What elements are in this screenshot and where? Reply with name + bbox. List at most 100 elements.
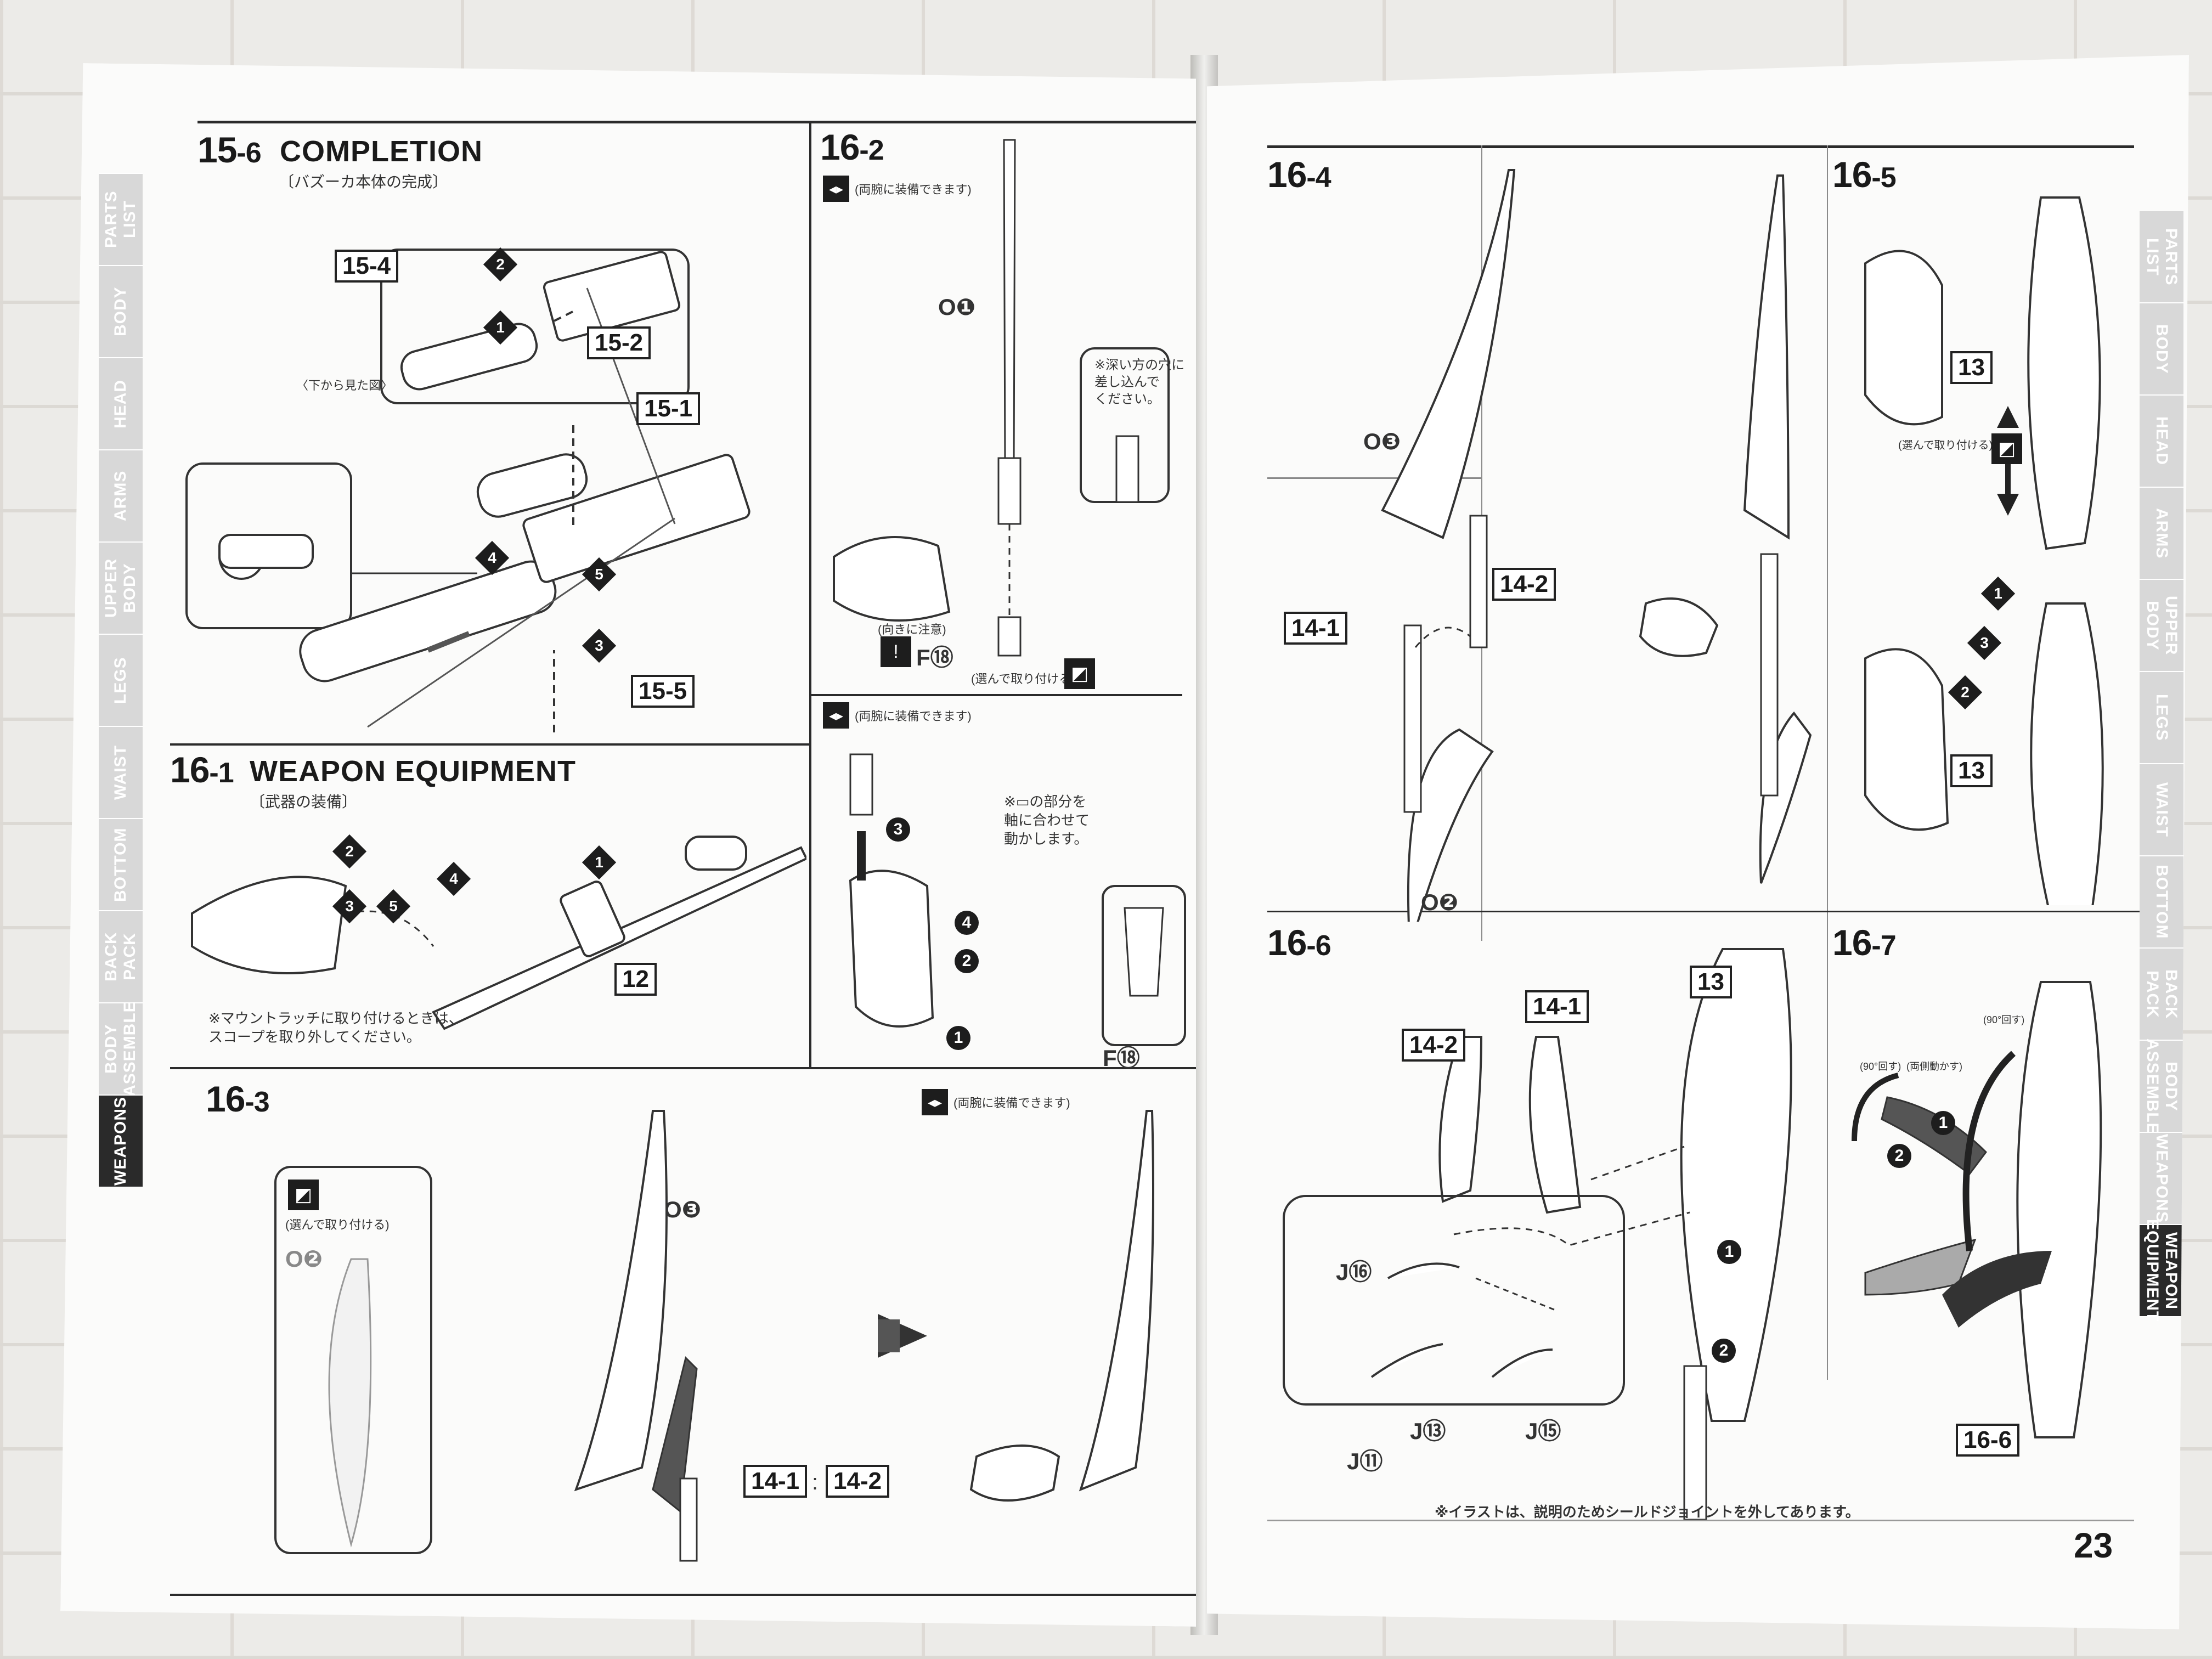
row-divider-1 xyxy=(170,743,809,746)
hole-note: ※深い方の穴に 差し込んで ください。 xyxy=(1094,358,1185,407)
marker-1: 1 xyxy=(582,845,617,880)
move-both-label: (両側動かす) xyxy=(1906,1061,1962,1072)
shield-mount-illustration xyxy=(1864,196,2104,905)
part-f18b: F⑱ xyxy=(1103,1045,1140,1071)
step-number-16-4: 16-4 xyxy=(1267,154,1331,195)
bazooka-illustration xyxy=(185,249,751,732)
step-major: 16 xyxy=(1832,154,1872,195)
marker-4: 4 xyxy=(955,911,979,935)
caution-label: (向きに注意) xyxy=(878,623,946,636)
step-major: 16 xyxy=(1267,154,1307,195)
side-tab-parts-list: PARTS LIST xyxy=(99,173,143,265)
bottom-view-label: 〈下から見た図〉 xyxy=(296,379,393,392)
both-arms-indicator: ◂▸ (両腕に装備できます) xyxy=(823,176,972,202)
rotate-90-label-a: (90°回す) xyxy=(1983,1014,2025,1025)
blade-attach-illustration xyxy=(1381,169,1812,922)
row-divider xyxy=(1267,911,2140,912)
tag-14-1: 14-1 xyxy=(1284,612,1348,645)
step-number-16-3: 16-3 xyxy=(206,1078,270,1120)
side-tab-arms: ARMS xyxy=(2140,488,2183,580)
tag-15-2: 15-2 xyxy=(587,326,651,360)
rotate-90-label-b: (90°回す) xyxy=(1860,1061,1901,1072)
side-tab-waist: WAIST xyxy=(2140,764,2183,856)
side-tab-upper-body: UPPER BODY xyxy=(2140,580,2183,672)
step-number-15-6: 15-6 xyxy=(198,129,262,171)
step-marker-4: 4 xyxy=(475,540,510,575)
step-number-16-5: 16-5 xyxy=(1832,154,1897,195)
marker-1: 1 xyxy=(1931,1111,1955,1135)
choose-option-box xyxy=(274,1166,432,1554)
marker-5: 5 xyxy=(376,889,411,924)
rifle-illustration xyxy=(191,836,806,1030)
side-tab-bottom: BOTTOM xyxy=(2140,856,2183,949)
side-tab-back-pack: BACK PACK xyxy=(2140,949,2183,1041)
page-number-right: 23 xyxy=(2074,1526,2113,1565)
row-divider-3 xyxy=(170,1067,1196,1069)
caution-icon: ! xyxy=(881,636,911,667)
shield-blade-illustration xyxy=(328,1110,1154,1562)
both-arms-icon: ◂▸ xyxy=(823,176,849,202)
part-o3: O❸ xyxy=(664,1197,702,1222)
shaft-note: ※▭の部分を 軸に合わせて 動かします。 xyxy=(1004,793,1090,847)
both-arms-indicator-2: ◂▸ (両腕に装備できます) xyxy=(823,702,972,729)
side-tab-body-assemble: BODY ASSEMBLE xyxy=(2140,1039,2183,1134)
step-marker-5: 5 xyxy=(582,557,617,592)
shield-fold-illustration xyxy=(1852,981,2102,1438)
part-j16: J⑯ xyxy=(1336,1259,1372,1285)
step-title-weapon-equipment: WEAPON EQUIPMENT xyxy=(250,755,577,788)
step-major: 15 xyxy=(198,129,237,170)
choose-icon: ◩ xyxy=(1064,658,1095,689)
both-arms-indicator-3: ◂▸ (両腕に装備できます) xyxy=(922,1089,1070,1115)
shield-joint-illustration xyxy=(1283,948,1792,1521)
tag-14-1: 14-1 xyxy=(1525,990,1589,1024)
tag-13: 13 xyxy=(1690,966,1732,999)
side-tab-back-pack: BACK PACK xyxy=(99,910,143,1002)
side-tab-body: BODY xyxy=(2140,303,2183,396)
marker-2: 2 xyxy=(1712,1339,1736,1363)
both-arms-icon: ◂▸ xyxy=(922,1089,948,1115)
part-o2: O❷ xyxy=(1421,889,1459,915)
step-minor: -6 xyxy=(1306,930,1331,962)
marker-3: 3 xyxy=(1967,625,2002,661)
step-number-16-7: 16-7 xyxy=(1832,922,1897,963)
page-number-left: 22 xyxy=(219,1607,258,1627)
row-divider-2 xyxy=(809,694,1182,696)
marker-1: 1 xyxy=(1717,1240,1741,1264)
bottom-rule xyxy=(170,1594,1196,1596)
side-tab-waist: WAIST xyxy=(99,726,143,818)
marker-2: 2 xyxy=(332,834,367,869)
step-minor: -6 xyxy=(236,137,261,169)
tag-15-4: 15-4 xyxy=(335,250,399,283)
marker-3: 3 xyxy=(886,817,910,842)
column-divider xyxy=(809,121,811,1067)
side-tab-parts-list: PARTS LIST xyxy=(2140,211,2183,303)
column-divider-b xyxy=(1827,145,1828,1380)
step-major: 16 xyxy=(206,1079,245,1119)
marker-2: 2 xyxy=(1948,675,1983,710)
step-marker-3: 3 xyxy=(582,628,617,663)
marker-3: 3 xyxy=(332,889,367,924)
side-tab-arms: ARMS xyxy=(99,449,143,541)
tag-14-2: 14-2 xyxy=(1492,568,1556,601)
tag-separator: : xyxy=(812,1470,819,1494)
tag-12: 12 xyxy=(614,963,657,996)
tag-14-1: 14-1 xyxy=(743,1465,808,1498)
marker-2: 2 xyxy=(1887,1144,1911,1168)
choose-label: (選んで取り付ける) xyxy=(285,1218,390,1232)
choose-label: (選んで取り付ける) xyxy=(1898,439,1993,452)
mount-latch-note: ※マウントラッチに取り付けるときは、 スコープを取り外してください。 xyxy=(208,1010,463,1045)
tag-14-2: 14-2 xyxy=(826,1465,890,1498)
side-tab-legs: LEGS xyxy=(99,634,143,726)
tag-15-5: 15-5 xyxy=(631,675,695,708)
side-tab-body: BODY xyxy=(99,265,143,357)
step-title-completion: COMPLETION xyxy=(280,135,483,168)
part-o3: O❸ xyxy=(1363,428,1401,454)
choose-label: (選んで取り付ける) xyxy=(971,672,1075,686)
marker-4: 4 xyxy=(436,861,471,896)
tag-14-2: 14-2 xyxy=(1402,1029,1466,1062)
side-tab-weapons: WEAPONS xyxy=(2140,1133,2183,1225)
